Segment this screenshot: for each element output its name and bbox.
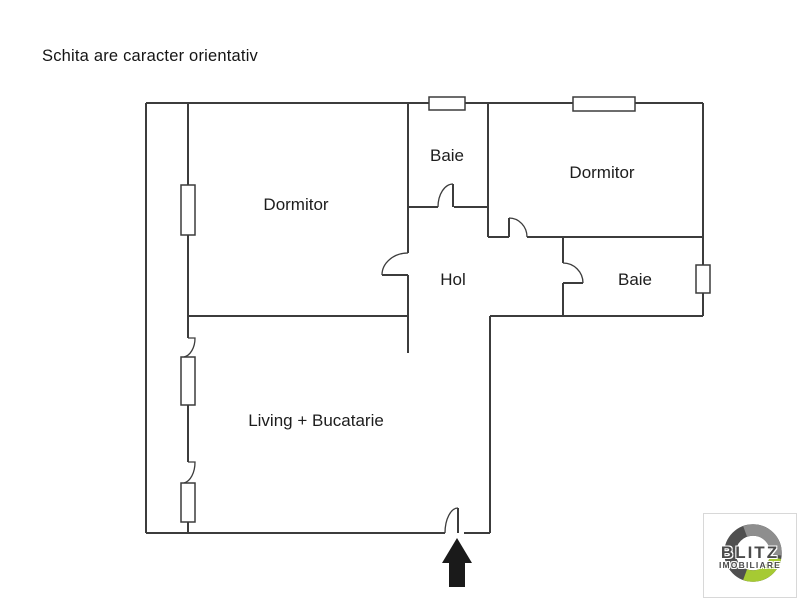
window-rect: [695, 264, 711, 294]
window-rect: [180, 184, 196, 236]
room-label-baie-right: Baie: [617, 270, 653, 289]
door-swing-arc: [183, 461, 196, 484]
window-rect: [428, 96, 466, 111]
door-swing-arc: [381, 252, 409, 276]
logo-sub-text: IMOBILIARE: [718, 560, 782, 570]
door-swing-arc: [183, 337, 196, 358]
agency-logo: BLITZ IMOBILIARE: [703, 513, 797, 598]
logo-brand-text: BLITZ: [720, 543, 780, 562]
room-label-hol: Hol: [440, 270, 466, 289]
logo-ring: [724, 524, 782, 582]
room-label-dormitor-right: Dormitor: [569, 163, 635, 182]
logo-ring-green: [743, 556, 782, 582]
door-swing-arc: [562, 262, 584, 284]
room-label-living: Living + Bucatarie: [248, 411, 384, 430]
room-label-baie-top: Baie: [429, 146, 465, 165]
door-swing-arc: [444, 507, 459, 534]
door-swing-arc: [437, 183, 454, 208]
logo-ring-light: [743, 524, 782, 556]
door-swing-arc: [508, 217, 528, 238]
entrance-arrow: [442, 538, 472, 587]
window-rect: [572, 96, 636, 112]
window-rect: [180, 482, 196, 523]
window-rect: [180, 356, 196, 406]
room-label-dormitor-left: Dormitor: [263, 195, 329, 214]
disclaimer-note: Schita are caracter orientativ: [42, 47, 259, 65]
